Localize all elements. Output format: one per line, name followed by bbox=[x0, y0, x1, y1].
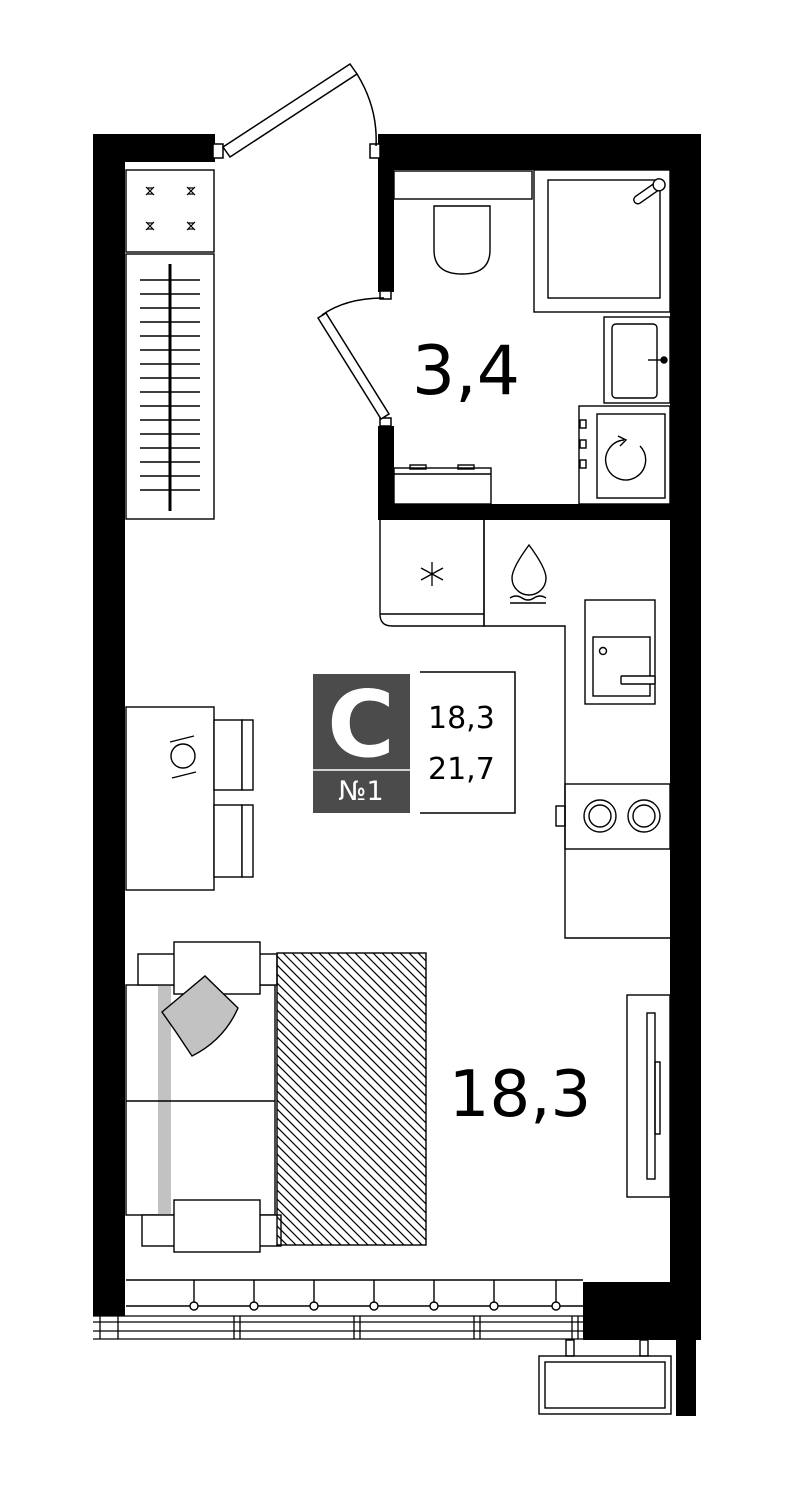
railing-posts bbox=[99, 1316, 579, 1339]
kitchen-sink bbox=[584, 599, 656, 705]
bathroom-cabinet bbox=[393, 464, 492, 505]
water-drop-icon bbox=[509, 543, 547, 604]
window-knob bbox=[369, 1301, 379, 1311]
hob bbox=[125, 169, 215, 253]
bathroom-area-label: 3,4 bbox=[412, 332, 520, 411]
window bbox=[126, 1279, 583, 1311]
window-knob bbox=[189, 1301, 199, 1311]
washbasin bbox=[603, 316, 671, 404]
rug bbox=[276, 952, 427, 1246]
apartment-number: №1 bbox=[338, 776, 383, 807]
air-conditioner-unit bbox=[538, 1339, 672, 1415]
window-knob bbox=[249, 1301, 259, 1311]
shower-tray bbox=[533, 169, 671, 313]
window-knob bbox=[489, 1301, 499, 1311]
toilet bbox=[393, 170, 533, 275]
badge-total-area: 21,7 bbox=[428, 752, 495, 787]
tv-stand bbox=[626, 994, 671, 1198]
sofa-bed bbox=[125, 941, 282, 1253]
washing-machine bbox=[578, 405, 671, 505]
cooktop bbox=[555, 783, 671, 850]
window-knob bbox=[551, 1301, 561, 1311]
apartment-type-letter: C bbox=[327, 671, 395, 778]
wardrobe bbox=[125, 253, 215, 520]
dining-chair-upper bbox=[213, 719, 254, 791]
kitchen-counter bbox=[379, 520, 670, 939]
dining-chair-lower bbox=[213, 804, 254, 878]
pillow bbox=[161, 975, 239, 1057]
window-knobs bbox=[189, 1280, 561, 1311]
snowflake-icon bbox=[420, 562, 444, 586]
balcony-railing bbox=[93, 1315, 676, 1340]
entrance-door[interactable] bbox=[212, 62, 381, 159]
window-knob bbox=[429, 1301, 439, 1311]
bathroom-door[interactable] bbox=[316, 290, 392, 427]
living-area-label: 18,3 bbox=[449, 1058, 592, 1132]
dining-table bbox=[125, 706, 215, 891]
exterior-walls bbox=[93, 134, 701, 1416]
window-knob bbox=[309, 1301, 319, 1311]
badge-living-area: 18,3 bbox=[428, 701, 495, 736]
wardrobe-hangers bbox=[140, 279, 200, 491]
apartment-badge: C №1 18,3 21,7 bbox=[313, 671, 516, 814]
